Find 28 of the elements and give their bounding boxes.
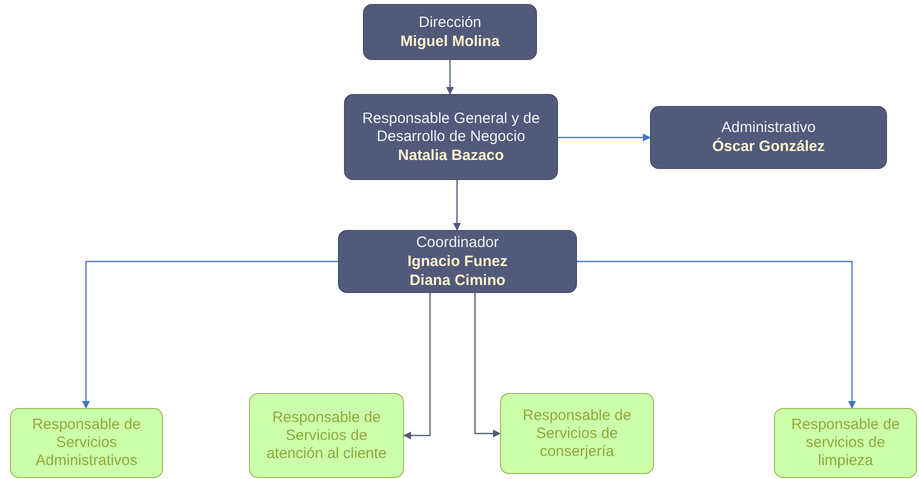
role-title: Responsable de Servicios de conserjería	[522, 406, 632, 460]
connector-arrow	[446, 60, 454, 95]
person-name: Óscar González	[712, 137, 825, 156]
role-box	[650, 106, 887, 169]
connector-arrow	[82, 260, 338, 409]
person-name: Diana Cimino	[410, 270, 506, 290]
role-title: Dirección	[418, 14, 482, 32]
person-name: Natalia Bazaco	[398, 146, 504, 164]
role-title: Responsable de servicios de limpieza	[790, 416, 901, 470]
connector-arrow	[577, 260, 856, 409]
connector-arrow	[453, 180, 461, 231]
connector-arrow	[403, 293, 431, 440]
role-box	[338, 230, 577, 293]
unit-box	[10, 408, 163, 478]
role-title: Coordinador	[416, 234, 499, 252]
connector-arrow	[558, 134, 651, 142]
role-title: Responsable de Servicios Administrativos	[31, 416, 142, 470]
unit-box	[249, 393, 404, 478]
unit-box	[500, 393, 654, 474]
role-box	[344, 94, 558, 180]
role-title: Administrativo	[721, 119, 816, 137]
person-name: Ignacio Funez	[407, 252, 508, 270]
role-box	[363, 4, 537, 60]
role-title: Responsable General y de Desarrollo de Negocio	[361, 110, 541, 146]
role-title: Responsable de Servicios de atención al cliente	[265, 408, 388, 462]
connector-arrow	[474, 293, 501, 438]
person-name: Miguel Molina	[400, 32, 500, 50]
unit-box	[774, 408, 917, 478]
